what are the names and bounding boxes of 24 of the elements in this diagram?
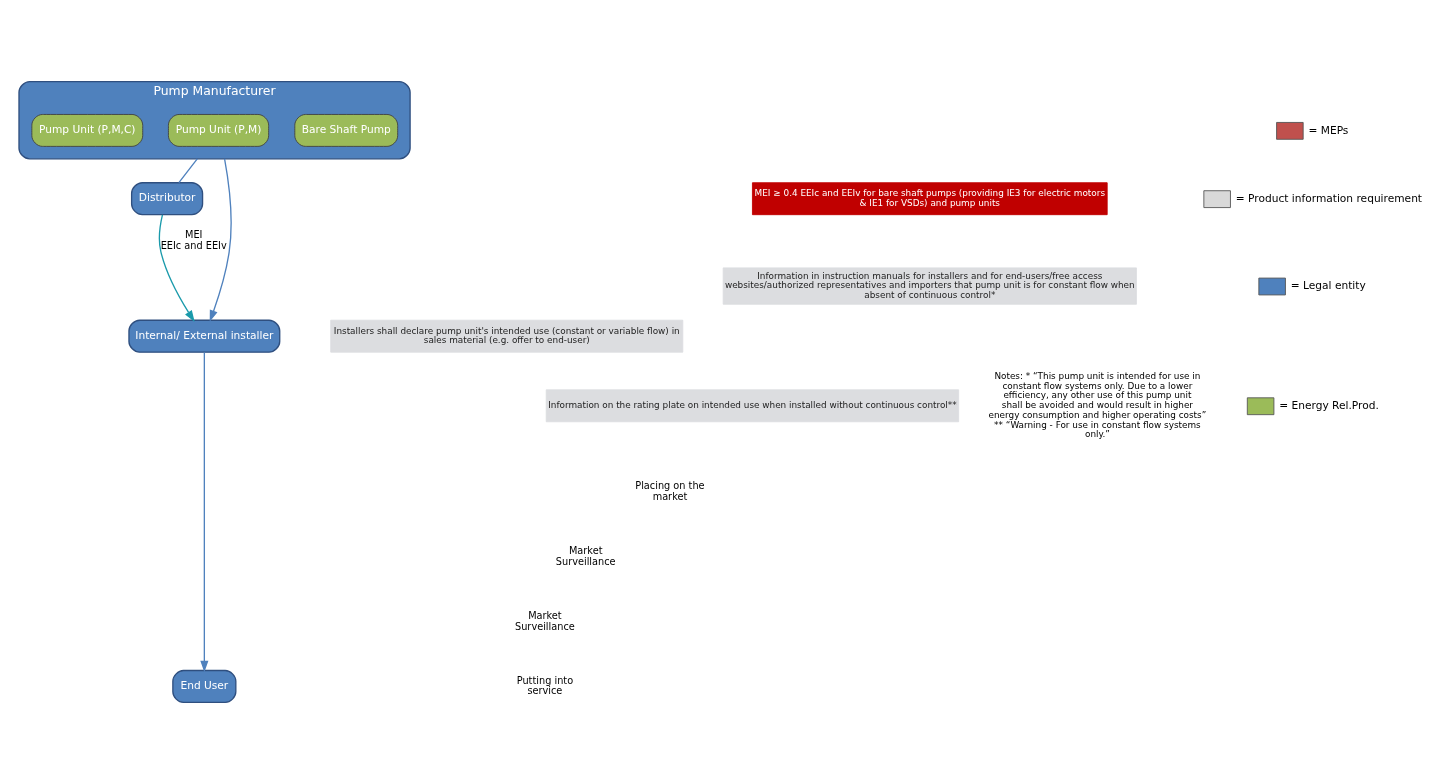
node-box: Bare Shaft Pump	[294, 113, 399, 147]
legend-label: = Product information requirement	[1235, 191, 1423, 205]
label: Putting into service	[516, 674, 574, 696]
edge-label: MEI EEIc and EEIv	[160, 228, 227, 251]
node-box: Distributor	[130, 181, 204, 215]
node-box: End User	[172, 669, 237, 703]
label: Market Surveillance	[515, 609, 575, 632]
node-box: Pump Unit (P,M,C)	[31, 113, 144, 147]
connector	[178, 157, 198, 183]
legend-label: = Legal entity	[1290, 278, 1366, 292]
legend-label: = Energy Rel.Prod.	[1279, 398, 1379, 412]
arrow	[209, 157, 232, 322]
node-box: Information on the rating plate on intended use when installed without continuous control**	[545, 388, 960, 422]
node-box: Internal/ External installer	[128, 319, 281, 353]
arrow	[200, 351, 209, 672]
label: Notes: * “This pump unit is intended for use in constant flow systems only. Due to a lower efficiency, any other use of this pump unit shall be avoided and would result in higher energy consumption and higher operating costs” ** “Warning - For use in constant flow systems only.”	[988, 370, 1207, 439]
legend-label: = MEPs	[1308, 123, 1349, 137]
label: Market Surveillance	[555, 544, 616, 567]
node-box: MEI ≥ 0.4 EEIc and EEIv for bare shaft pumps (providing IE3 for electric motors & IE1 for VSDs) and pump units	[752, 181, 1108, 215]
node-box: Installers shall declare pump unit's intended use (constant or variable flow) in sales material (e.g. offer to end-user)	[330, 319, 684, 353]
node-box: Information in instruction manuals for installers and for end-users/free access websites/authorized representatives and importers that pump unit is for constant flow when absent of continuous control*	[722, 266, 1137, 305]
label: Placing on the market	[635, 479, 705, 502]
arrow	[158, 213, 195, 322]
node-box: Pump Unit (P,M)	[168, 113, 270, 147]
